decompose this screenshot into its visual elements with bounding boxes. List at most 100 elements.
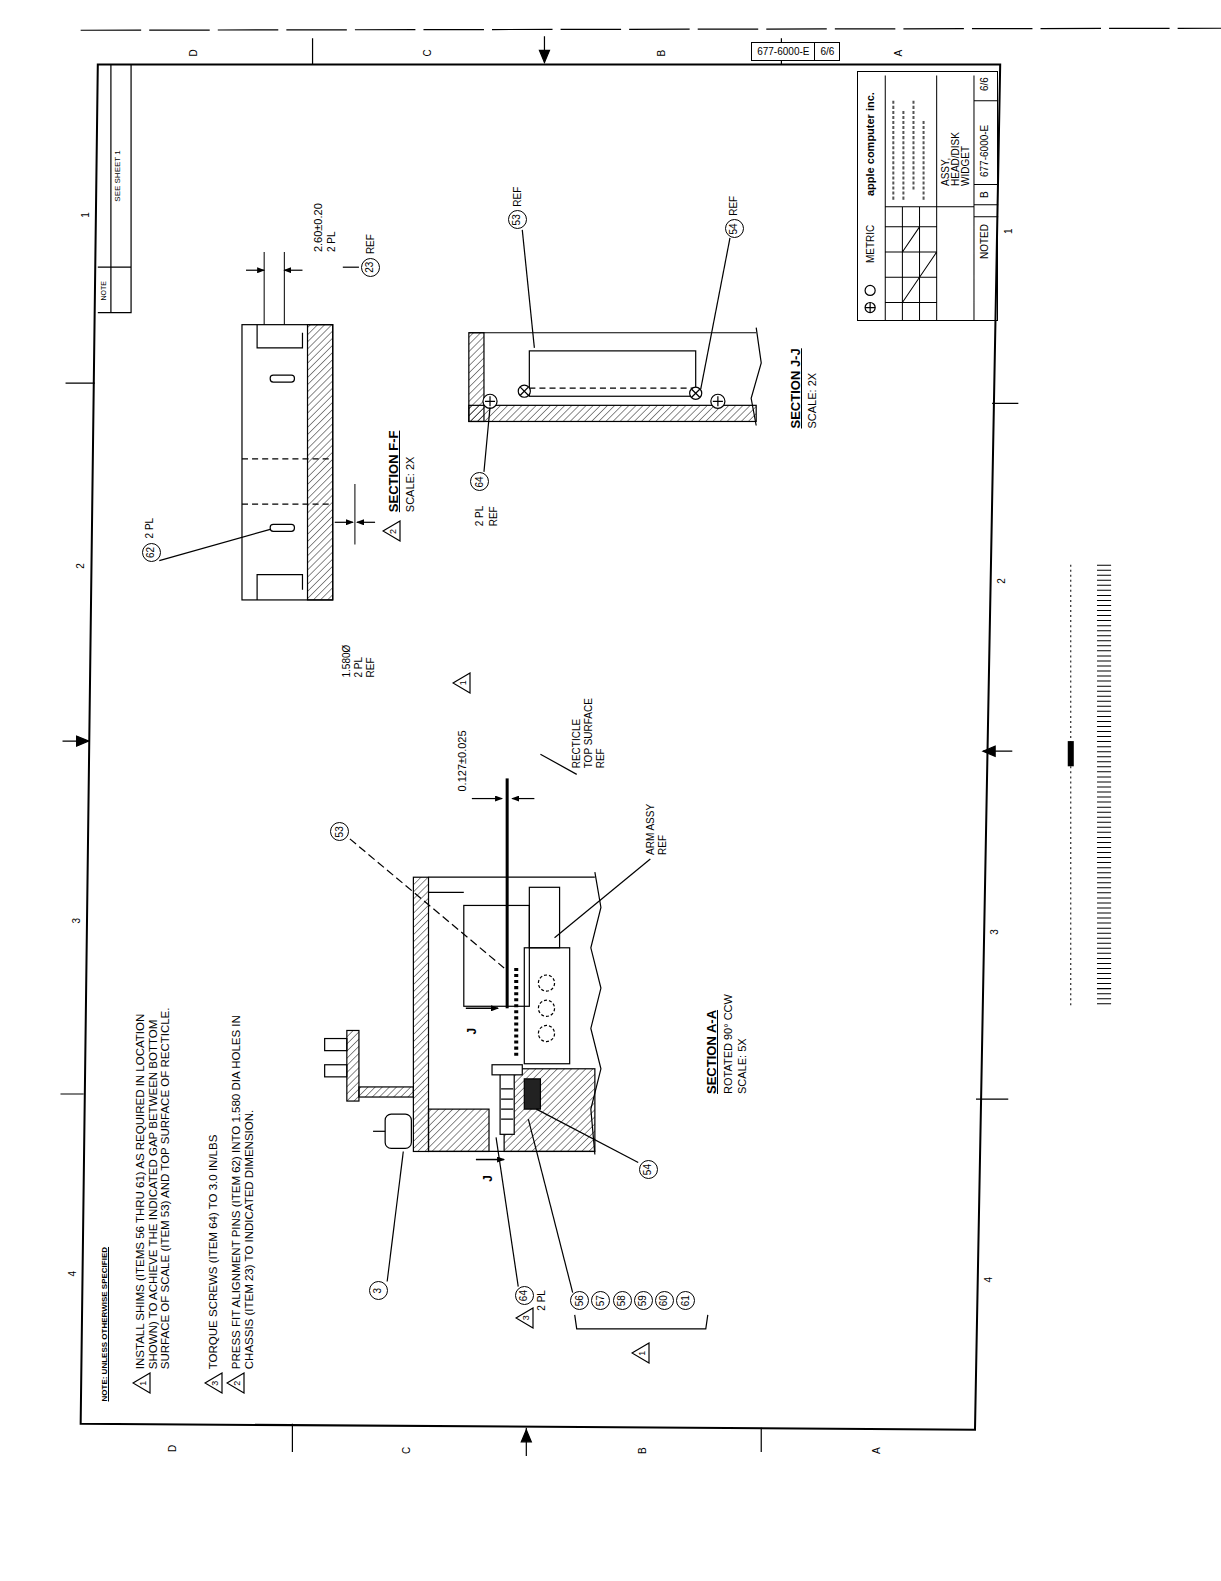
drawing-text: 3 (989, 929, 1000, 935)
drawing-text: 4 (67, 1271, 78, 1277)
callout-balloon: 64 (515, 1286, 534, 1305)
border-frame (81, 65, 1001, 1430)
drawing-text: 1 (80, 212, 91, 218)
drawing-text: REF (657, 835, 668, 855)
callout-balloon: 58 (613, 1291, 632, 1310)
scan-ruler (1071, 565, 1104, 1009)
revision-block (98, 65, 131, 313)
note-flag: 2 (382, 520, 401, 542)
callout-number: 64 (475, 476, 485, 487)
callout-balloon: 60 (655, 1291, 674, 1310)
cutting-plane-arrow (466, 1008, 498, 1010)
bracket (359, 1087, 413, 1097)
title-text: 6/6 (979, 77, 990, 91)
callout-number: 57 (596, 1295, 606, 1306)
drawing-text: INSTALL SHIMS (ITEMS 56 THRU 61) AS REQU… (134, 999, 172, 1369)
title-fine-print (893, 101, 923, 202)
drawing-text: REF (488, 506, 499, 526)
drawing-number-tab: 677-6000-E6/6 (751, 42, 840, 61)
arm-block (524, 948, 569, 1064)
drawing-text: A (871, 1447, 882, 1454)
flag-outline (227, 1373, 244, 1393)
drawing-text: J (466, 1028, 479, 1035)
extension-line (264, 252, 284, 325)
callout-balloon: 57 (591, 1291, 610, 1310)
title-text: METRIC (865, 225, 876, 263)
drawing-text: SCALE: 5X (736, 1038, 748, 1094)
flag-outline (205, 1373, 222, 1393)
screw-centerline (373, 1131, 385, 1132)
callout-number: 62 (146, 547, 156, 558)
section-a-a (325, 754, 708, 1329)
hidden-circle (538, 975, 554, 991)
screw-thread (501, 1089, 513, 1119)
callout-balloon: 59 (634, 1291, 653, 1310)
leader-line (496, 1137, 518, 1286)
note-flag: 1 (452, 672, 471, 694)
gap-dimension (512, 798, 534, 799)
callout-number: 54 (643, 1164, 653, 1175)
screw-shaft (500, 1074, 514, 1134)
body-step (529, 887, 559, 947)
callout-number: 3 (373, 1288, 383, 1294)
cover-screw (385, 1114, 411, 1148)
title-block: apple computer inc.METRICASSY, HEAD/DISK… (857, 71, 998, 321)
pin-block (242, 325, 333, 600)
callout-number: 60 (659, 1295, 669, 1306)
peg (325, 1065, 347, 1077)
alignment-pin (270, 524, 294, 531)
hidden-line (242, 459, 333, 504)
flag-outline (453, 673, 470, 693)
callout-balloon: 64 (470, 472, 489, 491)
channel-edge (469, 332, 756, 333)
leader-line (528, 1119, 572, 1292)
drawing-text: 2.60±0.20 (312, 203, 324, 252)
title-text: NOTED (979, 224, 990, 259)
screw-head (492, 1065, 522, 1075)
dimension-arrow (335, 522, 353, 523)
drawing-text: REF (595, 748, 606, 768)
callout-balloon: 54 (639, 1160, 658, 1179)
callout-number: 53 (512, 214, 522, 225)
title-block-grid (885, 76, 998, 321)
drawing-text: A (893, 50, 904, 57)
flag-number: 1 (139, 1381, 148, 1386)
drawing-text: RECTICLE (571, 719, 582, 768)
drawing-text: C (422, 49, 433, 56)
scale-item-53 (506, 778, 509, 1008)
flag-outline (383, 521, 400, 541)
ruler-bar (1068, 741, 1074, 766)
title-text: 677-6000-E (979, 125, 990, 177)
hidden-circle (538, 1025, 554, 1041)
drawing-text: 2 (996, 578, 1007, 584)
leader-line (701, 238, 730, 389)
callout-balloon: 3 (369, 1281, 388, 1300)
pin-cross (520, 387, 699, 397)
drawing-text: SEE SHEET 1 (114, 150, 123, 201)
drawing-text: ARM ASSY (645, 804, 656, 855)
drawing-text: REF (512, 187, 523, 207)
callout-number: 54 (729, 223, 739, 234)
drawing-text: D (188, 49, 199, 56)
center-ticks (63, 36, 1013, 1456)
drawing-text: 1.580Ø (341, 645, 352, 678)
drawing-text: 2 (75, 563, 86, 569)
title-text: B (979, 191, 990, 198)
hidden-line (529, 388, 695, 389)
alignment-pin (270, 375, 294, 382)
drawing-text: NOTE (100, 281, 108, 300)
callout-number: 23 (365, 262, 375, 273)
flag-number: 1 (459, 680, 468, 685)
callout-balloon: 53 (330, 822, 349, 841)
shims (524, 1079, 540, 1109)
callout-number: 64 (519, 1290, 529, 1301)
callout-number: 58 (617, 1295, 627, 1306)
leader-line (350, 839, 504, 968)
leader-line (159, 529, 270, 560)
note-flag: 1 (132, 1372, 151, 1394)
peg (325, 1039, 347, 1051)
break-line (591, 872, 601, 1154)
slot (257, 325, 302, 600)
callout-number: 59 (638, 1295, 648, 1306)
